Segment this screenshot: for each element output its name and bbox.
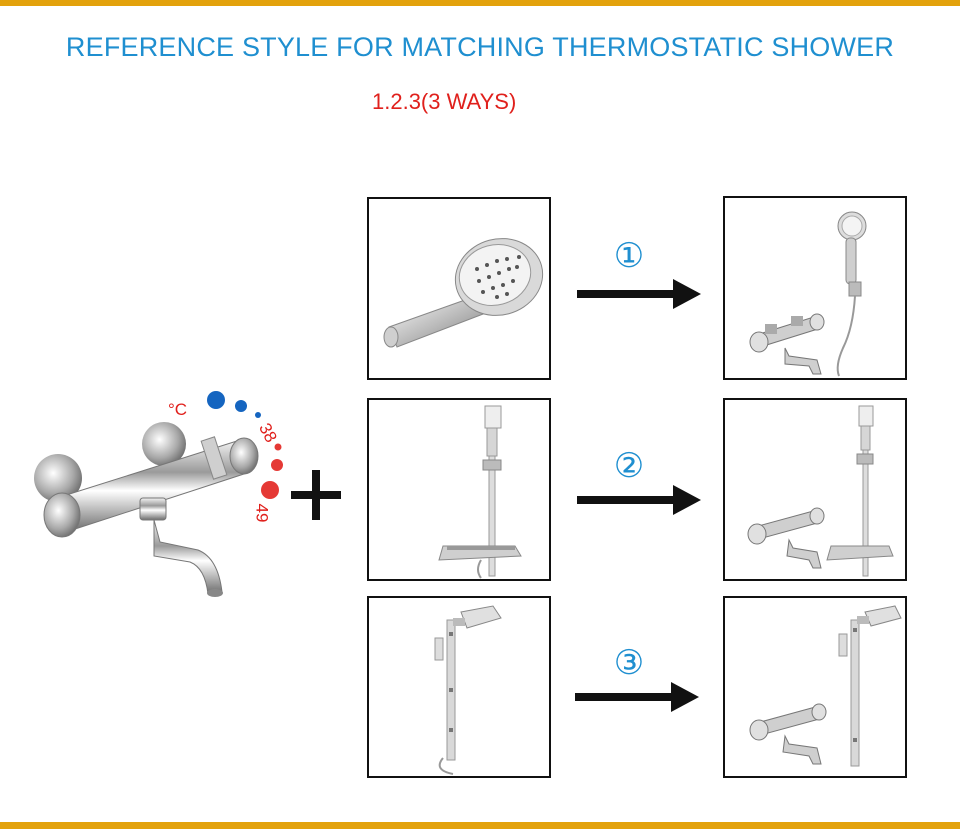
bottom-accent-bar	[0, 822, 960, 829]
mixer-with-slide-bar-shower-image	[723, 398, 907, 581]
arrow-right-icon	[575, 682, 699, 717]
arrow-right-icon	[577, 279, 701, 314]
option-number-2: ②	[613, 447, 645, 485]
page-subtitle: 1.2.3(3 WAYS)	[372, 89, 517, 114]
thermostatic-faucet-image	[22, 380, 272, 610]
hot-dot-large	[261, 481, 279, 499]
cold-dot-small	[255, 412, 261, 418]
page-title: REFERENCE STYLE FOR MATCHING THERMOSTATI…	[65, 32, 895, 62]
option-number-1: ①	[613, 237, 645, 275]
cold-dot-medium	[235, 400, 247, 412]
mixer-with-shower-column-image	[723, 596, 907, 778]
arrow-right-icon	[577, 485, 701, 520]
hot-dot-small	[274, 443, 282, 451]
mixer-with-handheld-shower-image	[723, 196, 907, 380]
cold-dot-large	[207, 391, 225, 409]
slide-bar-shower-image	[367, 398, 551, 581]
temp-unit-label: °C	[168, 400, 188, 419]
shower-column-image	[367, 596, 551, 778]
option-number-3: ③	[613, 644, 645, 682]
handheld-shower-image	[367, 197, 551, 380]
hot-dot-medium	[271, 459, 283, 471]
plus-icon	[287, 466, 345, 529]
top-accent-bar	[0, 0, 960, 6]
